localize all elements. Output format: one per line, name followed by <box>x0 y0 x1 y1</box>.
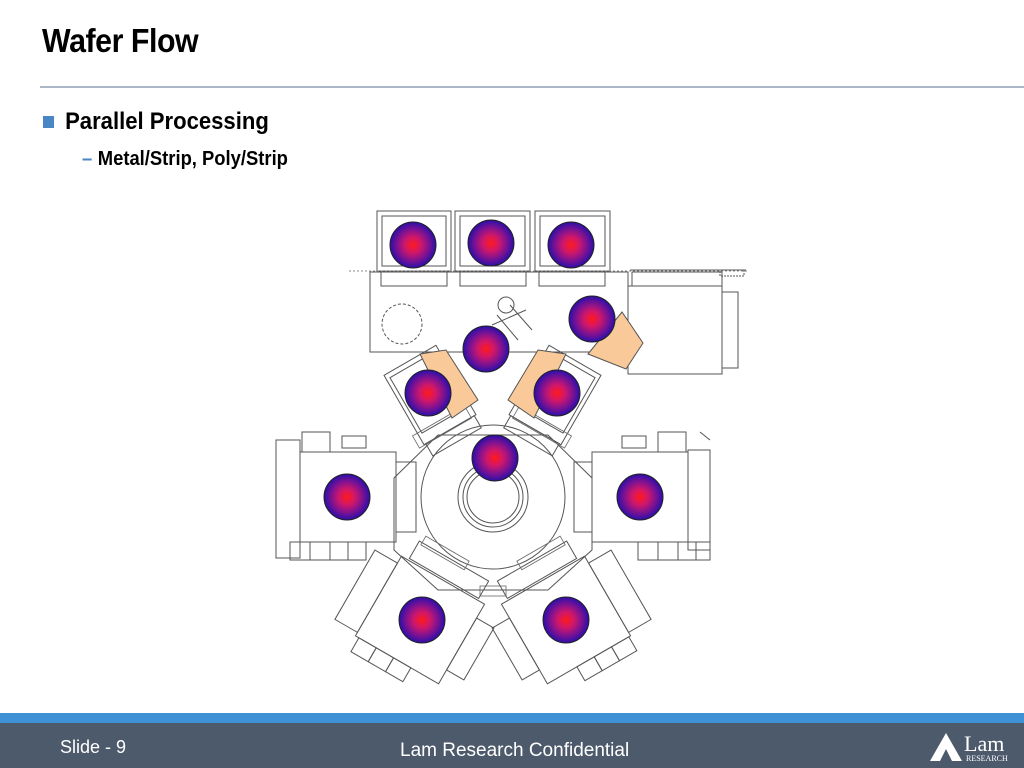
sub-bullet-text: Metal/Strip, Poly/Strip <box>97 148 288 170</box>
bullet-text: Parallel Processing <box>65 108 269 135</box>
logo-subtext: RESEARCH <box>966 754 1008 763</box>
wafer-icon <box>616 473 664 521</box>
wafer-icon <box>467 219 515 267</box>
process-module-bottom-right <box>491 540 652 685</box>
title-divider <box>40 86 1024 88</box>
aligner-module <box>627 269 746 375</box>
wafer-icon <box>323 473 371 521</box>
slot-valves <box>411 405 573 597</box>
lam-triangle-logo-icon <box>930 733 962 761</box>
wafer-icon <box>568 295 616 343</box>
wafer-icon <box>542 596 590 644</box>
logo-wordmark: Lam <box>964 731 1004 756</box>
lam-research-logo: Lam RESEARCH <box>930 731 1008 763</box>
wafer-icon <box>404 369 452 417</box>
process-module-bottom-left <box>334 540 495 685</box>
bullet-level-1: Parallel Processing <box>43 108 269 136</box>
wafer-icon <box>398 596 446 644</box>
slide-number: Slide - 9 <box>60 737 127 757</box>
wafer-icon <box>462 325 510 373</box>
wafer-icon <box>533 369 581 417</box>
wafers <box>323 219 664 644</box>
wafer-icon <box>471 434 519 482</box>
square-bullet-icon <box>43 116 55 128</box>
slide-title: Wafer Flow <box>42 22 199 59</box>
footer-bar <box>0 723 1024 768</box>
process-module-right <box>573 431 711 561</box>
footer-stripe <box>0 713 1024 723</box>
process-module-left <box>275 431 417 561</box>
wafer-icon <box>547 221 595 269</box>
bullet-level-2: –Metal/Strip, Poly/Strip <box>82 148 288 171</box>
dash-bullet-marker: – <box>82 148 93 170</box>
wafer-flow-diagram <box>275 210 748 685</box>
wafer-icon <box>389 221 437 269</box>
confidential-notice: Lam Research Confidential <box>400 740 630 761</box>
